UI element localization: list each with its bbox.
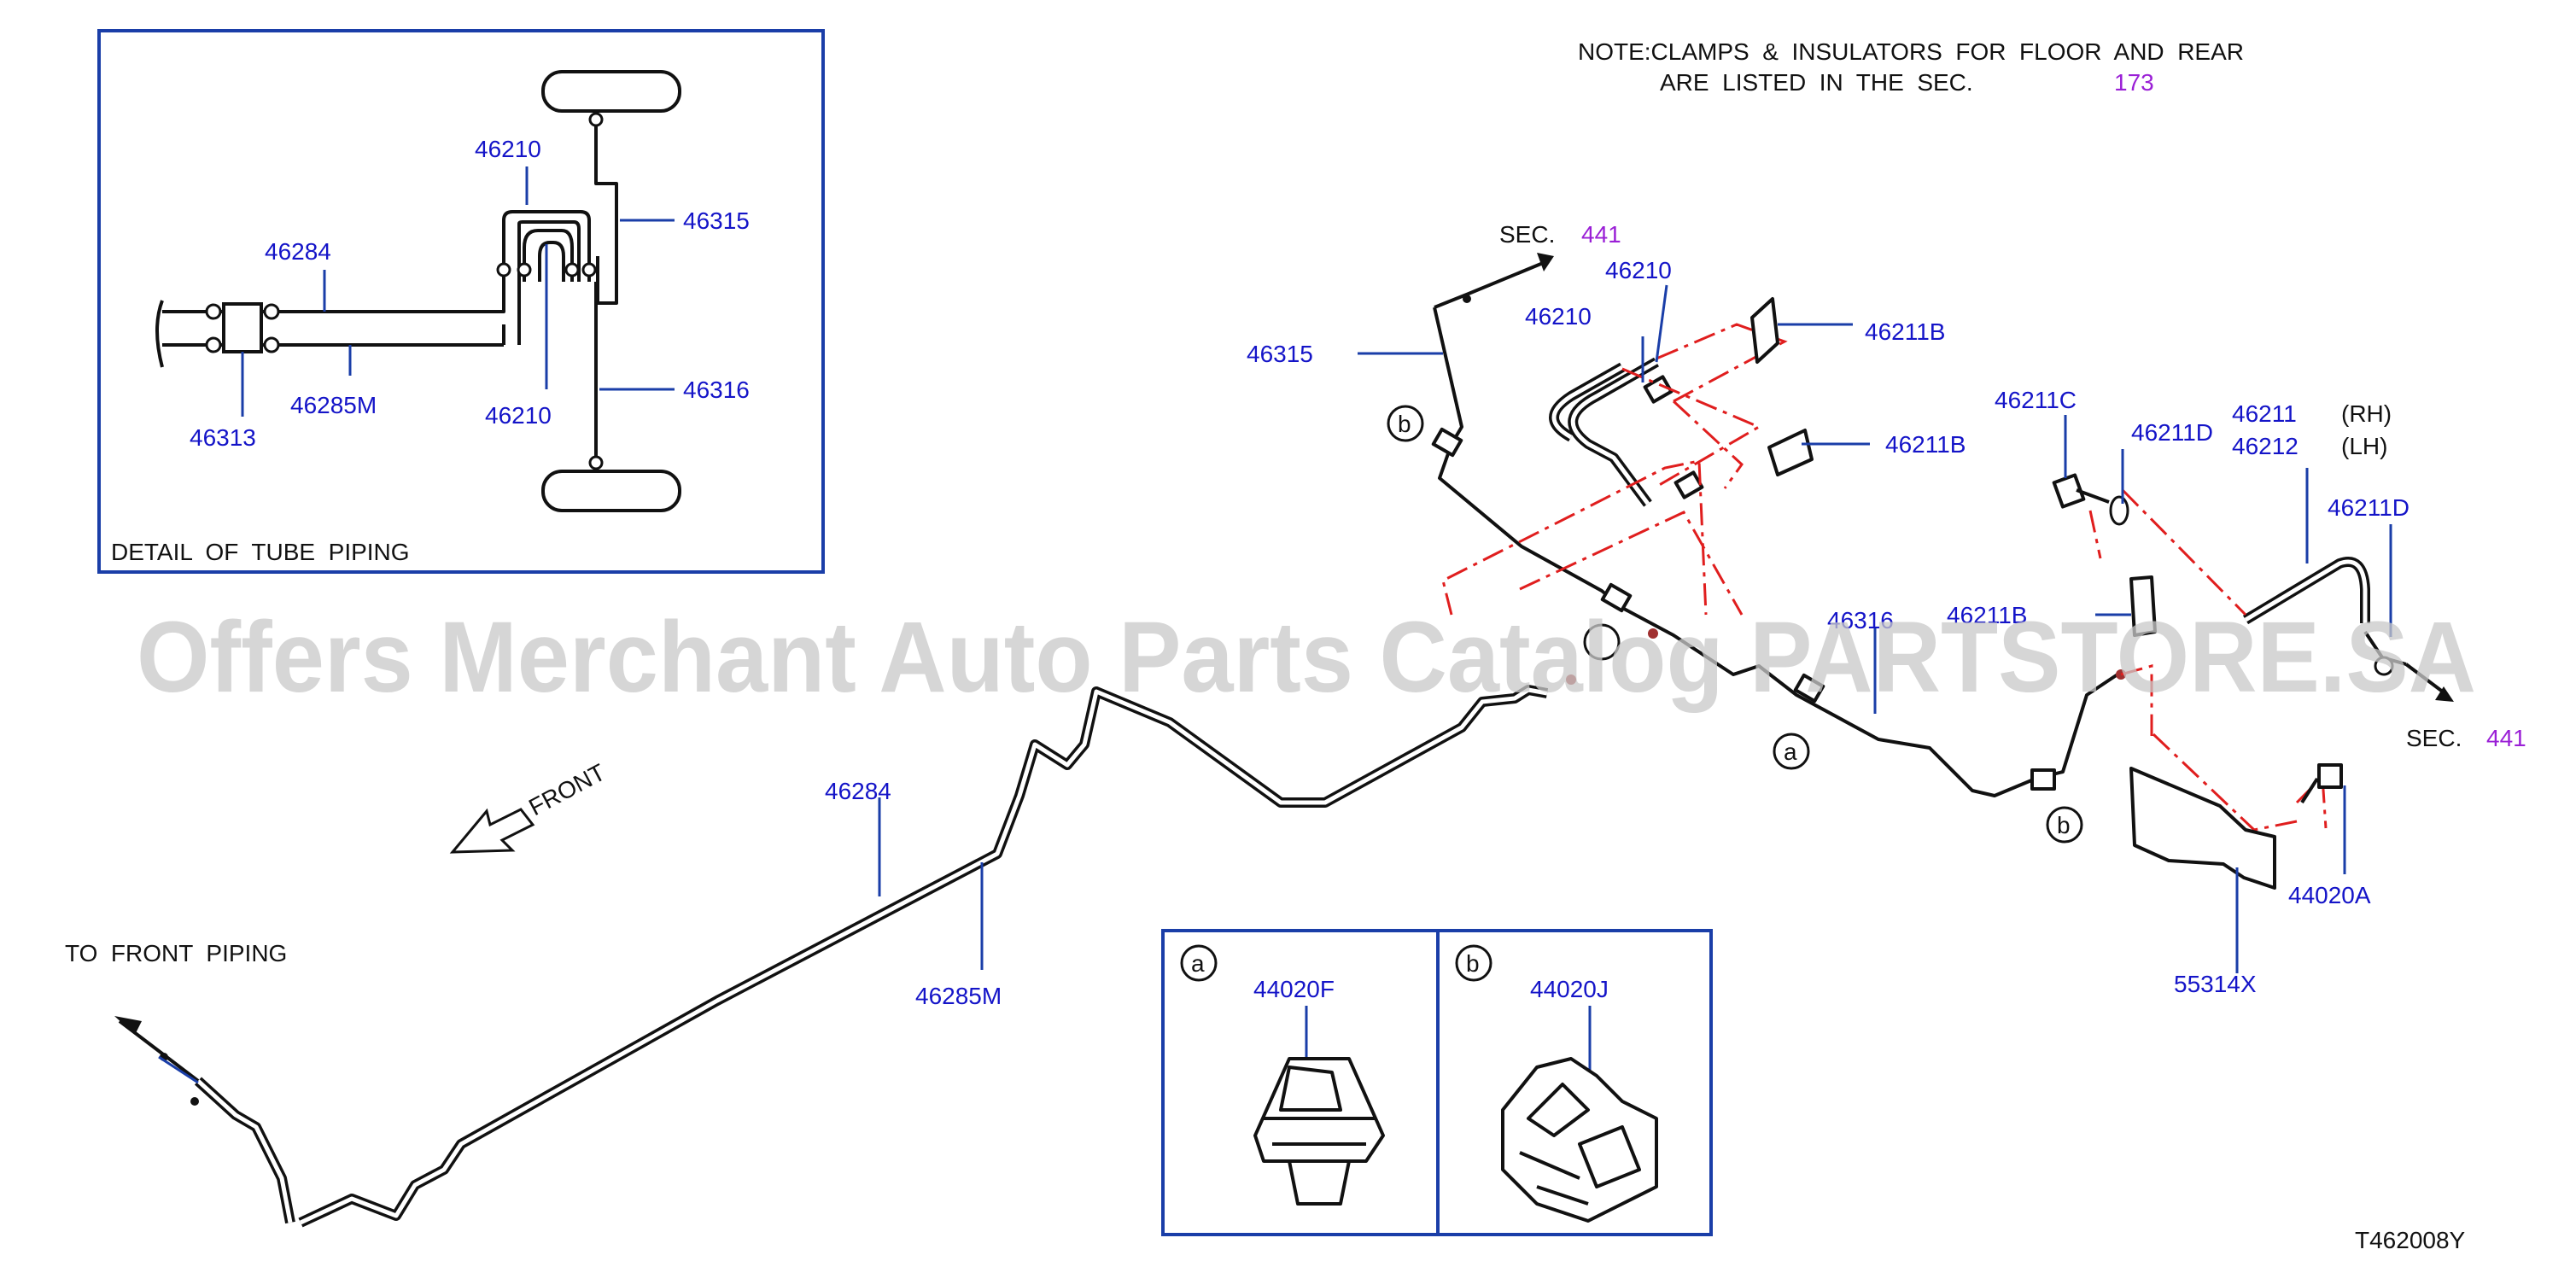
rear-wheel-top <box>541 70 681 113</box>
detail-label-46285m: 46285M <box>290 392 377 418</box>
callout-b-1: b <box>1398 411 1411 437</box>
watermark: Offers Merchant Auto Parts Catalog PARTS… <box>137 601 2476 714</box>
sec-right-prefix: SEC. <box>2406 725 2462 751</box>
detail-frame <box>97 29 825 574</box>
label-46210-b: 46210 <box>1525 303 1592 330</box>
bracket-55314x <box>2129 767 2276 890</box>
label-lh: (LH) <box>2341 433 2387 459</box>
bolt-44020a <box>2317 763 2343 789</box>
clip-b-part: 44020J <box>1530 976 1609 1002</box>
note: NOTE:CLAMPS & INSULATORS FOR FLOOR AND R… <box>1578 38 2244 96</box>
clip-a-circle <box>1180 944 1218 982</box>
callout-b-1-circle <box>1387 405 1424 442</box>
clip-44020j <box>1501 1057 1658 1223</box>
clip-46211b-3 <box>2129 575 2157 637</box>
rear-wheel-bottom <box>541 470 681 512</box>
label-46211b-2: 46211B <box>1885 431 1966 458</box>
sec-right-number: 441 <box>2486 725 2526 751</box>
label-46211b-1: 46211B <box>1865 318 1945 345</box>
detail-inset: 46210 46284 46315 46285M 46210 46316 463… <box>97 29 825 574</box>
label-46315: 46315 <box>1247 341 1313 367</box>
note-line-1: NOTE:CLAMPS & INSULATORS FOR FLOOR AND R… <box>1578 38 2244 65</box>
clip-b-letter: b <box>1466 950 1480 977</box>
callout-b-2-circle <box>2046 806 2083 844</box>
detail-label-46316: 46316 <box>683 377 750 403</box>
detail-label-46313: 46313 <box>190 424 256 451</box>
sec-top-number: 441 <box>1581 221 1621 248</box>
detail-label-46284: 46284 <box>265 238 331 265</box>
to-front-piping: TO FRONT PIPING <box>65 940 287 966</box>
detail-label-46210-bottom: 46210 <box>485 402 552 429</box>
clip-a-part: 44020F <box>1253 976 1335 1002</box>
note-sec-number: 173 <box>2114 69 2154 96</box>
washer-46211d <box>2109 495 2129 526</box>
clip-a-letter: a <box>1191 950 1205 977</box>
label-44020a: 44020A <box>2288 882 2371 908</box>
callout-b-2: b <box>2057 812 2071 838</box>
note-line-2: ARE LISTED IN THE SEC. <box>1660 69 1973 96</box>
detail-pipe-46284 <box>162 210 591 313</box>
label-46316: 46316 <box>1827 607 1894 634</box>
clip-46211b-1 <box>1750 297 1779 364</box>
detail-label-46210-top: 46210 <box>475 136 541 162</box>
sec-top-prefix: SEC. <box>1499 221 1555 248</box>
label-46211c: 46211C <box>1995 387 2077 413</box>
clip-box: a b 44020F 44020J <box>1161 929 1713 1236</box>
label-46211: 46211 <box>2232 400 2297 427</box>
front-direction-arrow <box>449 808 535 854</box>
front-indicator: FRONT <box>449 759 610 854</box>
detail-pipe-46315 <box>594 126 618 305</box>
callout-a: a <box>1784 739 1797 765</box>
label-46210-a: 46210 <box>1605 257 1672 283</box>
label-46211d-2: 46211D <box>2328 494 2410 521</box>
front-arrow <box>114 1016 142 1035</box>
clip-b-circle <box>1455 944 1492 982</box>
pipe-46315 <box>1433 307 2036 797</box>
floor-pipes <box>114 253 2407 1228</box>
label-55314x: 55314X <box>2174 971 2257 997</box>
front-label: FRONT <box>524 759 610 821</box>
label-rh: (RH) <box>2341 400 2392 427</box>
detail-pipe-46210 <box>523 229 574 282</box>
detail-caption: DETAIL OF TUBE PIPING <box>111 539 410 565</box>
label-46212: 46212 <box>2232 433 2299 459</box>
clip-46211b-2 <box>1767 429 1814 476</box>
label-46211b-3: 46211B <box>1947 602 2027 628</box>
detail-label-46315: 46315 <box>683 207 750 234</box>
label-46211d-1: 46211D <box>2131 419 2213 446</box>
pipe-front-end <box>194 1077 295 1224</box>
junction-block <box>222 302 263 353</box>
drawing-id: T462008Y <box>2355 1227 2466 1253</box>
bolt-46211c <box>2052 473 2086 509</box>
label-46284: 46284 <box>825 778 891 804</box>
callout-a-circle <box>1773 733 1810 770</box>
label-46285m: 46285M <box>915 983 1002 1009</box>
hose-46210 <box>1549 357 1659 507</box>
